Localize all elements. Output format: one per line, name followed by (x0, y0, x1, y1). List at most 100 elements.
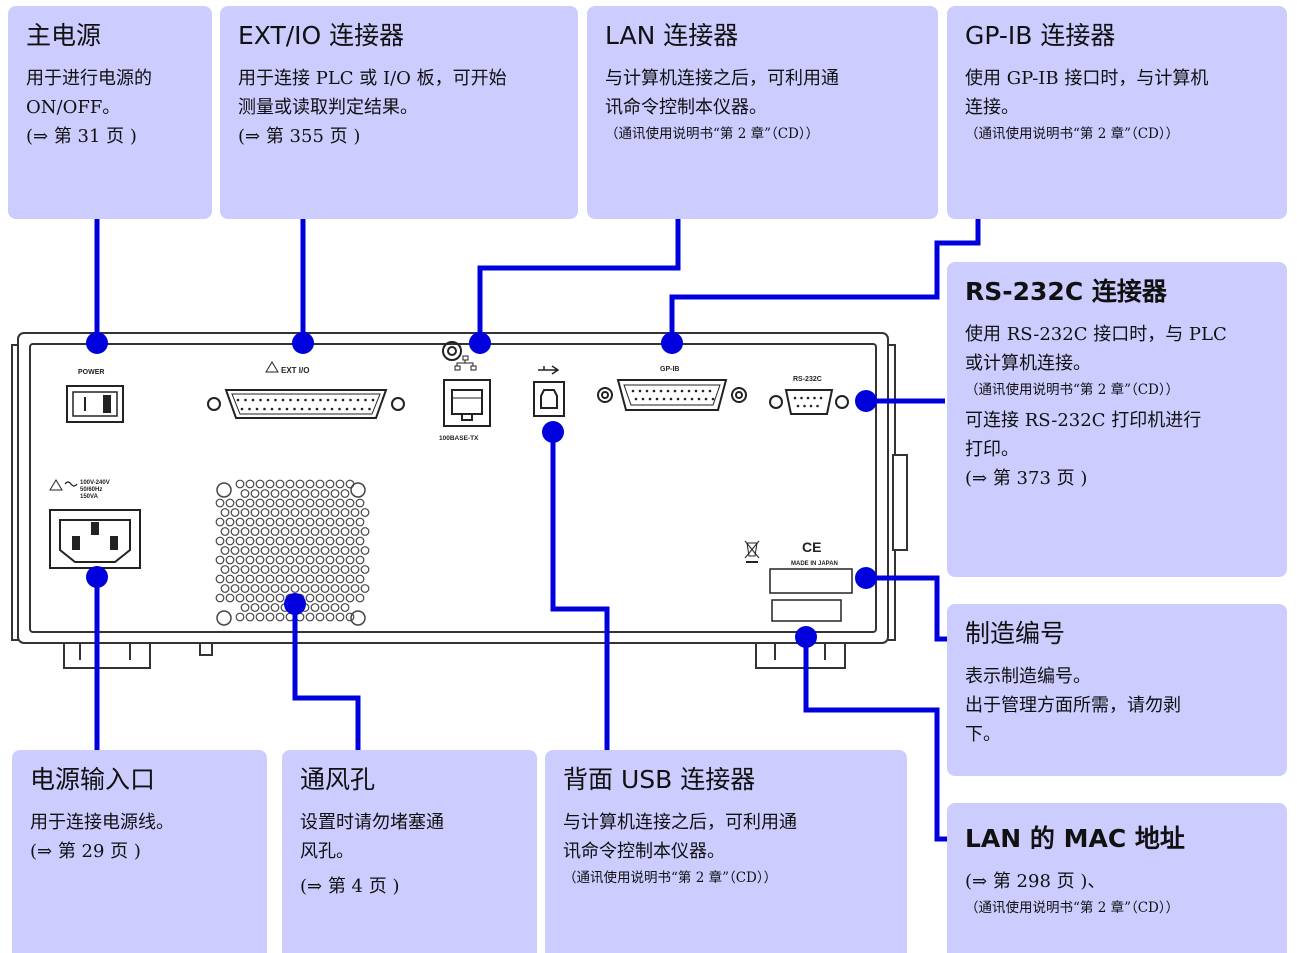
vent-hole (260, 603, 270, 612)
callout-title: EXT/IO 连接器 (238, 21, 405, 50)
connector-pin (676, 397, 680, 401)
vent-hole (345, 517, 355, 527)
vent-hole (285, 517, 295, 527)
ac-rating-3: 150VA (80, 494, 99, 500)
vent-hole (220, 508, 230, 517)
connector-pin (631, 389, 635, 393)
connector-pin (311, 398, 315, 402)
vent-hole (270, 565, 280, 574)
connector-pin (634, 397, 638, 401)
vent-hole (305, 612, 315, 622)
vent-hole (355, 555, 365, 565)
fan-screw (216, 482, 232, 498)
connector-pin (240, 407, 244, 411)
vent-hole (305, 536, 315, 546)
vent-hole (310, 546, 320, 555)
connector-pin (638, 389, 642, 393)
vent-hole (245, 612, 255, 622)
vent-hole (360, 565, 370, 574)
callout-title: RS-232C 连接器 (965, 277, 1167, 306)
vent-hole (250, 565, 260, 574)
vent-hole (315, 612, 325, 622)
vent-hole (275, 574, 285, 584)
lan-label: 100BASE-TX (439, 435, 479, 442)
vent-hole (230, 546, 240, 555)
vent-hole (285, 536, 295, 546)
connector-pin (244, 398, 247, 402)
callout-text: 或计算机连接。 (965, 353, 1091, 374)
vent-hole (330, 603, 340, 612)
vent-hole (225, 498, 235, 508)
page-reference: (⇒ 第 4 页 ) (300, 876, 400, 897)
warning-icon (265, 361, 279, 373)
vent-hole (220, 584, 230, 593)
vent-hole (320, 527, 330, 536)
callout-text: 与计算机连接之后，可利用通 (605, 68, 839, 89)
vent-hole (250, 584, 260, 593)
callout-text: 讯命令控制本仪器。 (563, 841, 725, 862)
vent-hole (345, 593, 355, 603)
connector-pin (697, 397, 701, 401)
callout-text: 可连接 RS-232C 打印机进行 (965, 410, 1202, 431)
vent-hole (255, 555, 265, 565)
connector-pin (683, 397, 687, 401)
callout-title: LAN 的 MAC 地址 (965, 824, 1185, 853)
vent-hole (265, 593, 275, 603)
vent-hole (275, 517, 285, 527)
vent-hole (300, 489, 310, 498)
vent-hole (220, 527, 230, 536)
vent-hole (255, 574, 265, 584)
vent-hole (265, 555, 275, 565)
vent-hole (305, 555, 315, 565)
vent-hole (305, 498, 315, 508)
callout-text: 设置时请勿堵塞通 (300, 812, 444, 833)
vent-hole (350, 565, 360, 574)
page-reference: (⇒ 第 373 页 ) (965, 468, 1088, 489)
connector-pin (655, 397, 659, 401)
vent-hole (310, 584, 320, 593)
vent-hole (225, 593, 235, 603)
callout-text: 风孔。 (300, 841, 354, 862)
vent-hole (250, 489, 260, 498)
leader-usb (550, 432, 610, 752)
vent-hole (335, 555, 345, 565)
vent-hole (325, 517, 335, 527)
vent-hole (225, 574, 235, 584)
power-switch-label: POWER (78, 369, 104, 376)
vent-hole (230, 565, 240, 574)
vent-hole (340, 489, 350, 498)
vent-hole (305, 593, 315, 603)
vent-hole (275, 498, 285, 508)
vent-hole (355, 574, 365, 584)
vent-hole (245, 555, 255, 565)
vent-hole (305, 479, 315, 489)
vent-hole (325, 574, 335, 584)
vent-hole (260, 584, 270, 593)
mac-address-label-area (771, 599, 842, 622)
vent-hole (250, 546, 260, 555)
vent-hole (345, 612, 355, 622)
callout-title: 电源输入口 (30, 765, 156, 794)
callout-usb: 背面 USB 连接器 与计算机连接之后，可利用通 讯命令控制本仪器。 （通讯使用… (545, 750, 907, 953)
vent-hole (350, 508, 360, 517)
connector-pin (255, 407, 259, 411)
vent-hole (325, 555, 335, 565)
connector-pin (360, 407, 364, 411)
leader-lan (477, 215, 681, 343)
connector-pin (349, 398, 352, 402)
manual-reference: （通讯使用说明书“第 2 章”（CD）） (965, 382, 1180, 398)
fan-screw (216, 610, 232, 626)
callout-serial-number: 制造编号 表示制造编号。 出于管理方面所需，请勿剥 下。 (947, 604, 1287, 776)
vent-hole (230, 584, 240, 593)
vent-hole (290, 508, 300, 517)
vent-hole (310, 508, 320, 517)
connector-pin (315, 407, 319, 411)
vent-hole (310, 603, 320, 612)
manual-reference: （通讯使用说明书“第 2 章”（CD）） (965, 126, 1180, 142)
vent-hole (265, 479, 275, 489)
callout-mac-address: LAN 的 MAC 地址 (⇒ 第 298 页 )、 （通讯使用说明书“第 2 … (947, 803, 1287, 953)
vent-hole (275, 536, 285, 546)
vent-hole (330, 546, 340, 555)
vent-hole (270, 603, 280, 612)
vent-hole (260, 546, 270, 555)
